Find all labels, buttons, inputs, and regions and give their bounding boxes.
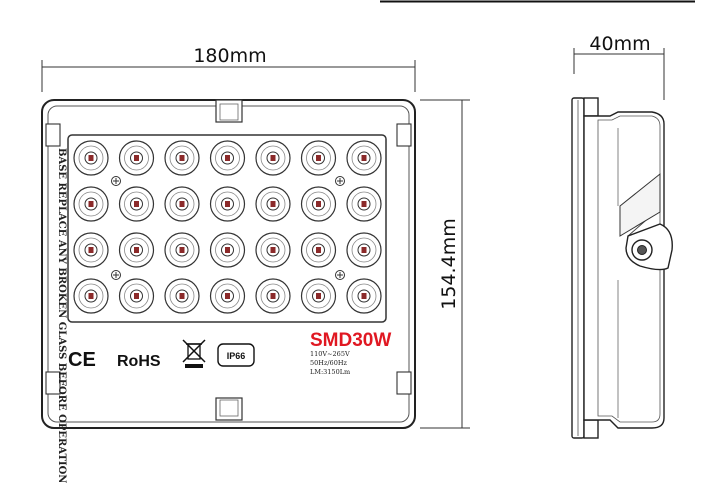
led-lens	[346, 140, 382, 176]
depth-label: 40mm	[589, 33, 650, 55]
screw	[335, 176, 345, 186]
weee-bin-icon	[182, 339, 206, 368]
front-view: BASE REPLACE ANY BROKEN GLASS BEFORE OPE…	[41, 99, 416, 483]
led-lens	[346, 186, 382, 222]
led-lens	[255, 186, 291, 222]
led-lens	[118, 278, 155, 314]
led-lens	[209, 140, 246, 176]
led-lens	[300, 232, 337, 268]
led-lens	[164, 278, 200, 314]
led-lens	[164, 140, 200, 176]
led-lens	[118, 140, 155, 176]
ip-rating-box	[217, 343, 255, 367]
width-label: 180mm	[193, 45, 266, 67]
led-lens	[118, 186, 155, 222]
led-lens	[300, 140, 337, 176]
led-lens	[255, 140, 291, 176]
led-lens	[73, 232, 109, 268]
model-name: SMD30W	[310, 330, 391, 351]
height-dimension: 154.4mm	[420, 99, 470, 429]
led-lens	[300, 186, 337, 222]
led-lens	[255, 278, 291, 314]
warning-text: BASE REPLACE ANY BROKEN GLASS BEFORE OPE…	[56, 148, 67, 483]
bottom-clip	[215, 397, 243, 421]
screw	[111, 270, 121, 280]
led-lens	[209, 278, 246, 314]
top-clip	[215, 99, 243, 123]
screw	[111, 176, 121, 186]
corner-clip-bl	[45, 371, 61, 395]
led-lens	[346, 232, 382, 268]
corner-clip-tl	[45, 123, 61, 147]
side-view	[571, 97, 673, 439]
led-lens	[73, 278, 109, 314]
led-lens	[118, 232, 155, 268]
spec-lumen: LM:3150Lm	[310, 368, 350, 376]
led-lens	[300, 278, 337, 314]
corner-clip-tr	[396, 123, 412, 147]
screw	[335, 270, 345, 280]
led-lens	[164, 186, 200, 222]
corner-clip-br	[396, 371, 412, 395]
led-grid	[73, 140, 382, 314]
ip-rating: IP66	[227, 351, 246, 361]
spec-frequency: 50Hz/60Hz	[310, 359, 347, 367]
led-lens	[164, 232, 200, 268]
rohs-mark: RoHS	[117, 353, 161, 370]
led-lens	[255, 232, 291, 268]
led-lens	[209, 186, 246, 222]
lens-panel	[67, 134, 387, 323]
led-lens	[73, 140, 109, 176]
led-lens	[73, 186, 109, 222]
spec-voltage: 110V~265V	[310, 350, 350, 358]
depth-dimension: 40mm	[573, 33, 665, 100]
ce-mark: CE	[68, 349, 96, 371]
width-dimension: 180mm	[41, 45, 416, 92]
led-lens	[346, 278, 382, 314]
led-lens	[209, 232, 246, 268]
height-label: 154.4mm	[438, 218, 460, 309]
